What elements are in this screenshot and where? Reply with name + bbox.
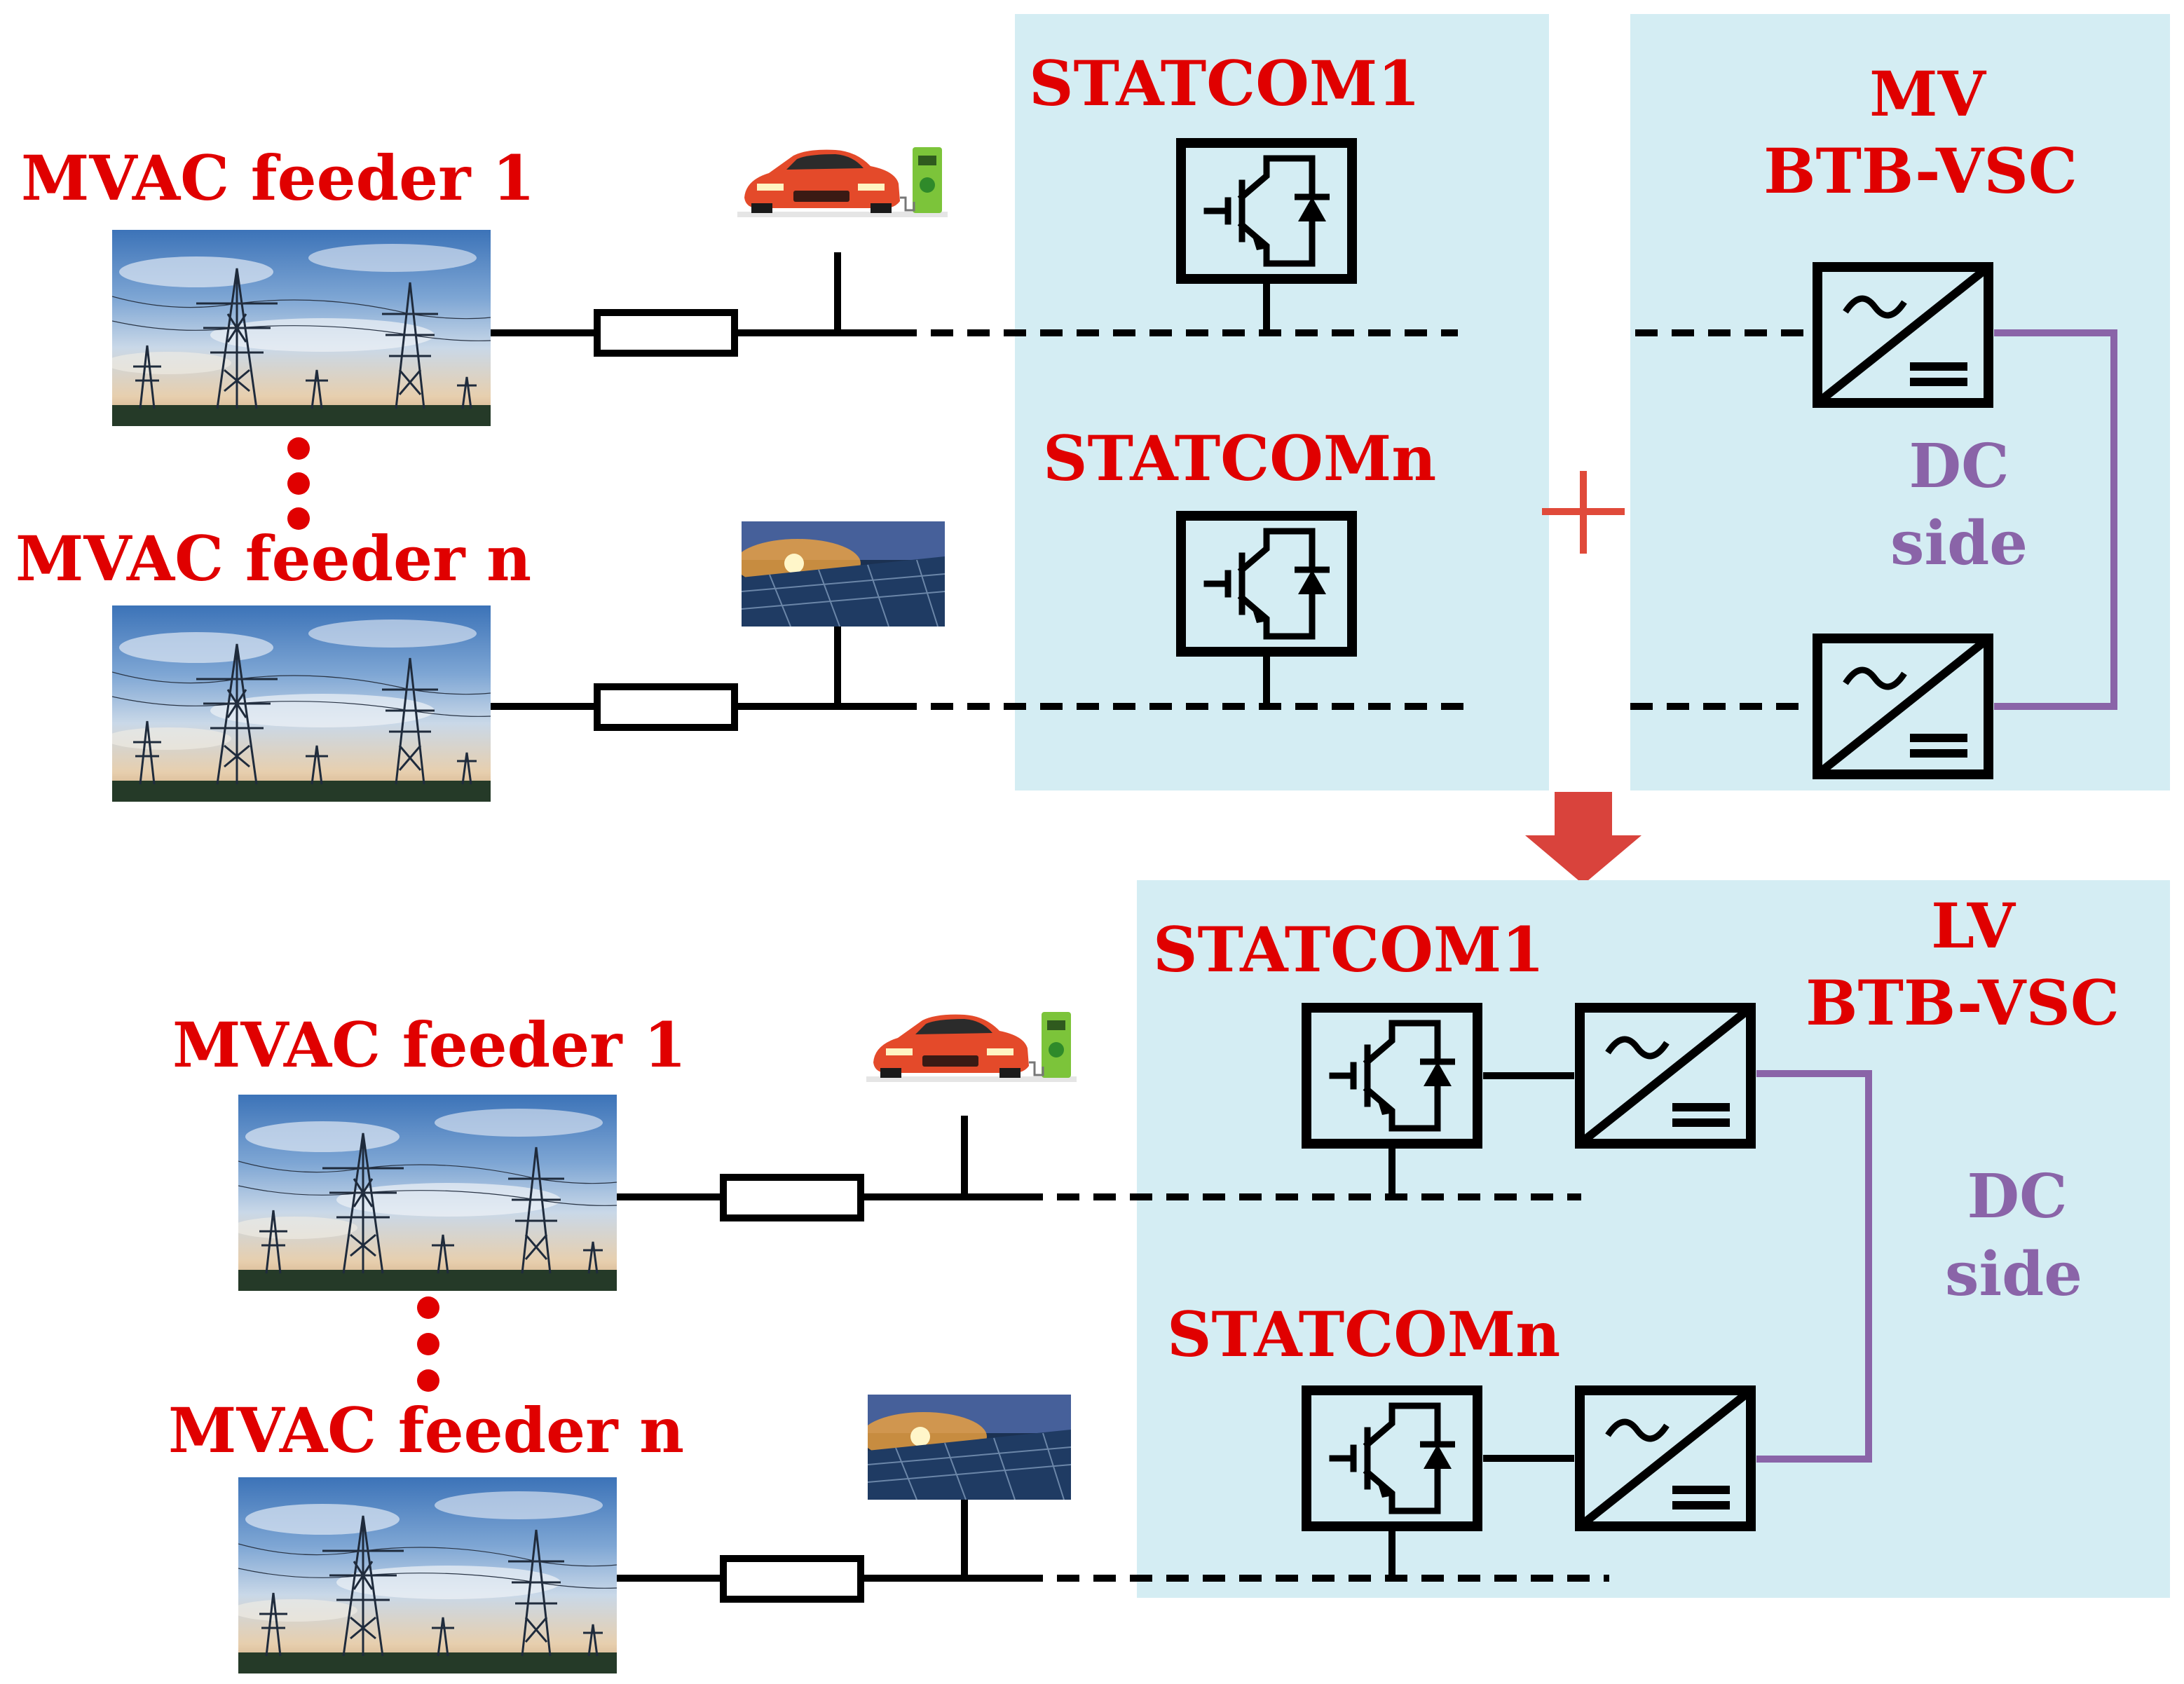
feedern-label-top: MVAC feeder n (15, 522, 531, 595)
transmission-towers-photo (238, 1095, 617, 1291)
statcomn-label-bottom: STATCOMn (1167, 1298, 1560, 1371)
dc-link-line (1756, 1070, 1872, 1463)
feeder1-label-top: MVAC feeder 1 (21, 142, 535, 214)
feeder1-label-bottom: MVAC feeder 1 (172, 1008, 686, 1081)
statcom1-label-bottom: STATCOM1 (1153, 913, 1545, 986)
feeder1-line-bottom (617, 1116, 1021, 1221)
solar-panel-photo (742, 521, 945, 627)
statcom-panel-top (1015, 14, 1549, 790)
statcom1-label-top: STATCOM1 (1029, 47, 1421, 120)
electric-car-charging-icon (737, 146, 948, 219)
electric-car-charging-icon (866, 1011, 1077, 1083)
transmission-towers-photo (112, 605, 491, 802)
dc-label-line1-bottom: DC (1967, 1161, 2067, 1232)
down-arrow-icon (1525, 792, 1642, 884)
btb-label-line2-top: BTB-VSC (1763, 135, 2077, 207)
vertical-ellipsis (287, 437, 310, 530)
btb-label-line1-top: MV (1869, 57, 1986, 130)
dc-label-line1-top: DC (1909, 431, 2009, 502)
solar-panel-photo (868, 1395, 1071, 1500)
btb-label-line1-bottom: LV (1931, 889, 2016, 962)
vertical-ellipsis (417, 1296, 439, 1392)
plus-icon (1542, 471, 1625, 554)
statcomn-label-top: STATCOMn (1043, 422, 1436, 495)
feedern-label-bottom: MVAC feeder n (168, 1394, 684, 1467)
dc-link-line (1994, 329, 2117, 710)
transmission-towers-photo (238, 1477, 617, 1673)
dc-label-line2-bottom: side (1945, 1239, 2082, 1310)
dc-label-line2-top: side (1890, 508, 2028, 579)
btb-label-line2-bottom: BTB-VSC (1806, 966, 2120, 1039)
feeder1-line-top (491, 252, 894, 357)
transmission-towers-photo (112, 230, 491, 426)
feedern-line-top (491, 626, 894, 731)
feedern-line-bottom (617, 1497, 1021, 1603)
